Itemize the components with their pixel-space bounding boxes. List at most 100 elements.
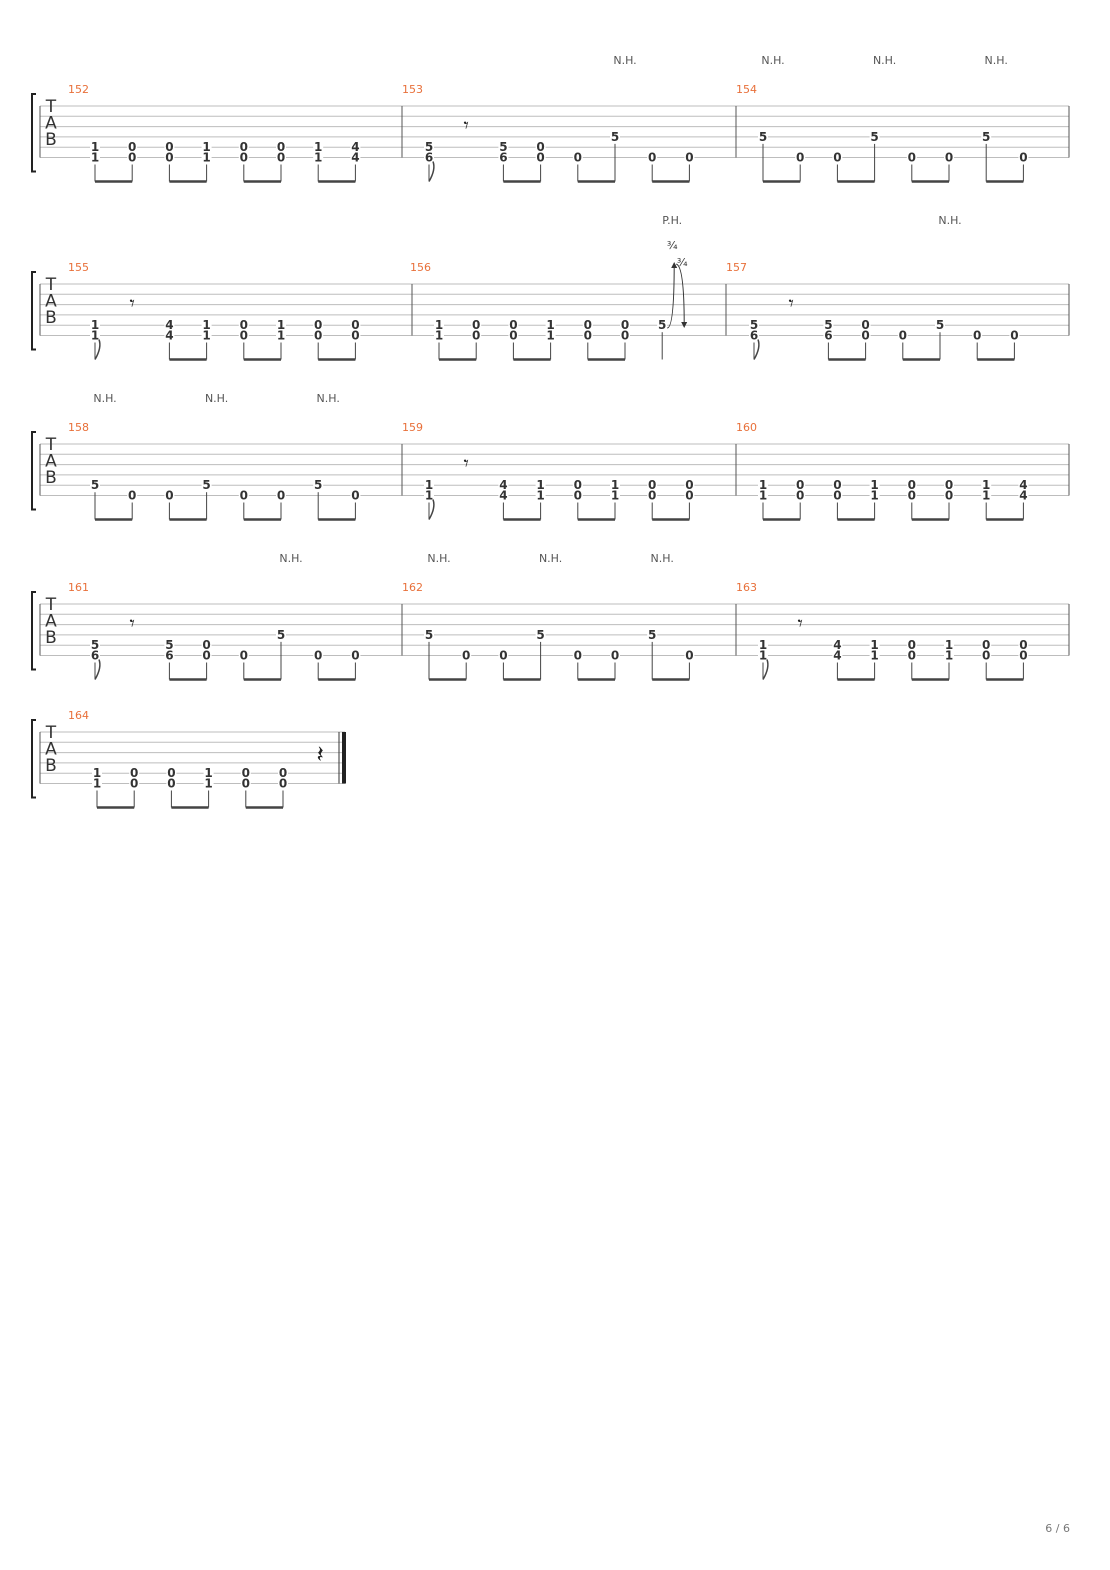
fret-number: 6	[425, 151, 433, 165]
fret-number: 0	[945, 478, 953, 492]
fret-number: 0	[130, 766, 138, 780]
harmonic-annotation: N.H.	[761, 54, 784, 67]
fret-number: 1	[611, 478, 619, 492]
fret-number: 0	[621, 318, 629, 332]
fret-number: 4	[351, 151, 359, 165]
fret-bg	[238, 489, 249, 501]
fret-bg	[350, 151, 361, 163]
note-flag	[762, 659, 769, 680]
fret-bg	[276, 329, 286, 341]
fret-number: 0	[351, 329, 359, 343]
fret-number: 4	[165, 329, 173, 343]
fret-number: 4	[1019, 478, 1027, 492]
fret-bg	[127, 151, 138, 163]
bend-amount-label: ¾	[667, 239, 678, 252]
tab-clef-letter: A	[45, 452, 57, 472]
fret-number: 0	[611, 649, 619, 663]
fret-bg	[313, 319, 324, 331]
fret-number: 0	[584, 329, 592, 343]
fret-number: 0	[536, 140, 544, 154]
fret-bg	[869, 489, 880, 501]
fret-bg	[238, 649, 249, 661]
tab-clef-letter: A	[45, 740, 57, 760]
fret-bg	[610, 489, 620, 501]
note-flag	[94, 659, 101, 680]
fret-bg	[832, 639, 843, 651]
fret-number: 0	[899, 329, 907, 343]
fret-number: 4	[351, 140, 359, 154]
fret-bg	[350, 141, 361, 153]
fret-bg	[935, 319, 945, 331]
fret-number: 0	[536, 151, 544, 165]
fret-number: 0	[574, 151, 582, 165]
fret-bg	[90, 151, 100, 163]
fret-number: 0	[462, 649, 470, 663]
fret-bg	[582, 319, 593, 331]
fret-bg	[972, 329, 983, 341]
tab-clef-letter: T	[45, 723, 57, 743]
fret-number: 0	[908, 478, 916, 492]
fret-bg	[276, 489, 286, 501]
tab-clef-letter: B	[45, 468, 57, 488]
fret-number: 0	[584, 318, 592, 332]
fret-bg	[758, 489, 768, 501]
fret-number: 5	[870, 130, 878, 144]
fret-number: 5	[277, 628, 285, 642]
fret-number: 0	[1019, 638, 1027, 652]
fret-number: 1	[204, 766, 212, 780]
fret-bg	[201, 649, 212, 661]
fret-number: 0	[242, 777, 250, 791]
fret-number: 1	[870, 489, 878, 503]
fret-bg	[620, 319, 630, 331]
fret-bg	[238, 329, 249, 341]
fret-bg	[1018, 151, 1029, 163]
fret-bg	[90, 649, 100, 661]
fret-bg	[276, 151, 286, 163]
fret-number: 5	[759, 130, 767, 144]
quarter-rest: 𝄽	[317, 740, 324, 768]
harmonic-annotation: N.H.	[613, 54, 636, 67]
fret-bg	[944, 489, 954, 501]
fret-bg	[508, 329, 519, 341]
fret-bg	[906, 639, 917, 651]
fret-bg	[201, 639, 212, 651]
fret-bg	[278, 777, 288, 789]
fret-bg	[166, 777, 177, 789]
note-flag	[94, 339, 101, 360]
fret-bg	[832, 649, 843, 661]
measure-number: 162	[402, 581, 423, 594]
fret-bg	[869, 649, 880, 661]
fret-number: 0	[861, 329, 869, 343]
fret-number: 0	[240, 318, 248, 332]
fret-number: 5	[936, 318, 944, 332]
fret-bg	[647, 628, 658, 640]
fret-bg	[92, 777, 102, 789]
fret-number: 4	[1019, 489, 1027, 503]
fret-bg	[424, 141, 434, 153]
fret-bg	[1018, 489, 1029, 501]
page-number: 6 / 6	[1045, 1522, 1070, 1535]
measure-number: 158	[68, 421, 89, 434]
fret-number: 1	[759, 649, 767, 663]
fret-number: 0	[277, 151, 285, 165]
fret-number: 1	[91, 151, 99, 165]
fret-number: 0	[351, 318, 359, 332]
fret-number: 0	[277, 140, 285, 154]
eighth-rest: 𝄾	[130, 291, 135, 315]
fret-bg	[795, 151, 806, 163]
fret-number: 0	[945, 151, 953, 165]
fret-bg	[869, 479, 880, 491]
fret-bg	[424, 628, 434, 640]
fret-number: 1	[759, 478, 767, 492]
fret-bg	[572, 479, 583, 491]
fret-bg	[981, 489, 992, 501]
note-flag	[428, 161, 435, 182]
measure-number: 163	[736, 581, 757, 594]
fret-number: 1	[277, 318, 285, 332]
fret-bg	[129, 777, 140, 789]
fret-bg	[545, 319, 556, 331]
measure-number: 155	[68, 261, 89, 274]
fret-bg	[906, 489, 917, 501]
fret-bg	[832, 479, 843, 491]
fret-number: 5	[750, 318, 758, 332]
